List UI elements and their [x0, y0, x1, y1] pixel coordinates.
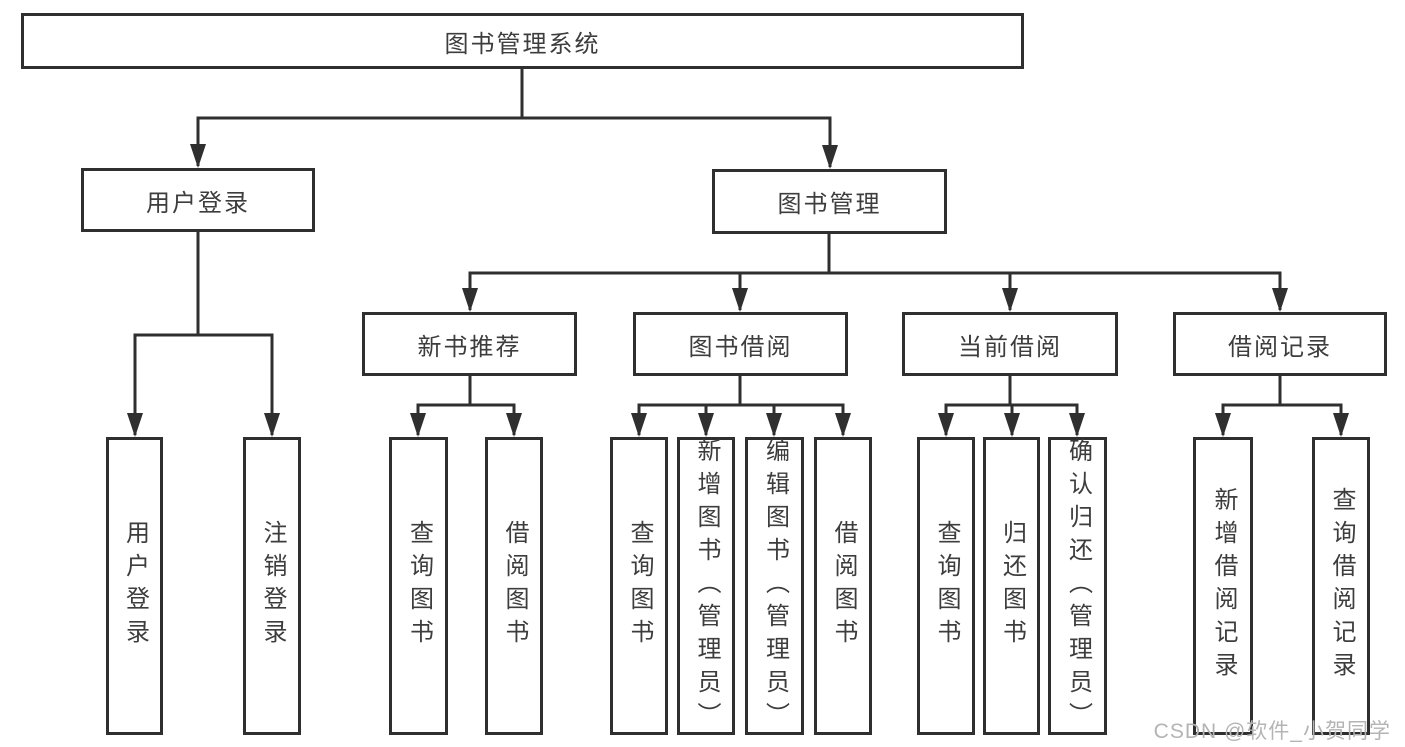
- arrow-to-book-management: [522, 116, 838, 169]
- node-label: 查询图书: [405, 520, 433, 652]
- node-root: 图书管理系统: [21, 13, 1024, 69]
- node-label: 图书借阅: [688, 333, 793, 361]
- node-label: 查询图书: [933, 520, 960, 652]
- arrow: [740, 403, 782, 437]
- node-label: 新书推荐: [417, 333, 522, 361]
- arrow-to-borrow-records: [829, 271, 1288, 312]
- leaf-borrow-books-recommend: 借阅图书: [485, 437, 543, 735]
- arrow: [410, 403, 470, 437]
- leaf-add-borrow-record: 新增借阅记录: [1193, 437, 1253, 735]
- arrow-to-book-borrow: [732, 271, 829, 312]
- connector-borrow-records-children: [1215, 376, 1349, 437]
- node-label: 确认归还（管理员）: [1064, 437, 1092, 735]
- arrow-to-new-book-recommend: [462, 271, 829, 312]
- leaf-return-books: 归还图书: [983, 437, 1040, 735]
- node-label: 注销登录: [259, 520, 286, 652]
- node-user-login: 用户登录: [81, 168, 315, 232]
- connector-user-login-children: [127, 232, 280, 437]
- node-borrow-records: 借阅记录: [1173, 312, 1387, 376]
- node-label: 借阅图书: [830, 520, 857, 652]
- arrow: [1215, 403, 1280, 437]
- arrow: [1004, 403, 1020, 437]
- arrow: [1280, 403, 1349, 437]
- node-book-borrow: 图书借阅: [633, 312, 848, 376]
- node-new-book-recommend: 新书推荐: [362, 312, 577, 376]
- node-label: 借阅记录: [1228, 333, 1332, 361]
- leaf-add-book-admin: 新增图书（管理员）: [677, 437, 735, 735]
- arrow-to-leaf-logout: [198, 333, 280, 437]
- node-label: 新增图书（管理员）: [693, 437, 720, 735]
- arrow-to-leaf-user-login: [127, 333, 198, 437]
- connector-root-to-level2: [190, 69, 838, 169]
- node-label: 借阅图书: [501, 520, 528, 652]
- arrow: [1010, 403, 1085, 437]
- arrow-to-user-login: [190, 116, 522, 168]
- leaf-query-borrow-record: 查询借阅记录: [1312, 437, 1370, 735]
- node-label: 图书管理: [777, 191, 882, 218]
- arrow: [938, 403, 1010, 437]
- leaf-borrow-books-borrow: 借阅图书: [814, 437, 872, 735]
- arrow: [631, 403, 740, 437]
- node-label: 用户登录: [121, 520, 149, 652]
- node-book-management: 图书管理: [712, 169, 947, 234]
- leaf-query-books-recommend: 查询图书: [389, 437, 448, 735]
- connector-book-management-children: [462, 234, 1288, 312]
- leaf-query-books-borrow: 查询图书: [610, 437, 668, 735]
- node-label: 查询借阅记录: [1328, 487, 1355, 685]
- node-label: 图书管理系统: [444, 30, 601, 58]
- leaf-query-books-current: 查询图书: [917, 437, 975, 735]
- node-label: 查询图书: [626, 520, 653, 652]
- node-label: 当前借阅: [958, 333, 1062, 361]
- node-label: 新增借阅记录: [1210, 487, 1237, 685]
- connector-current-borrow-children: [938, 376, 1085, 437]
- arrow-to-current-borrow: [829, 271, 1018, 312]
- arrow: [698, 403, 740, 437]
- arrow: [470, 403, 522, 437]
- node-label: 归还图书: [998, 520, 1026, 652]
- leaf-user-login: 用户登录: [106, 437, 163, 735]
- node-label: 用户登录: [146, 189, 250, 217]
- watermark: CSDN @软件_小贺同学: [1153, 720, 1391, 743]
- node-label: 编辑图书（管理员）: [761, 437, 789, 735]
- leaf-logout: 注销登录: [243, 437, 301, 735]
- arrow: [740, 403, 851, 437]
- leaf-confirm-return-admin: 确认归还（管理员）: [1048, 437, 1107, 735]
- node-current-borrow: 当前借阅: [902, 312, 1118, 376]
- leaf-edit-book-admin: 编辑图书（管理员）: [745, 437, 804, 735]
- connector-new-book-recommend-children: [410, 376, 522, 437]
- connector-book-borrow-children: [631, 376, 851, 437]
